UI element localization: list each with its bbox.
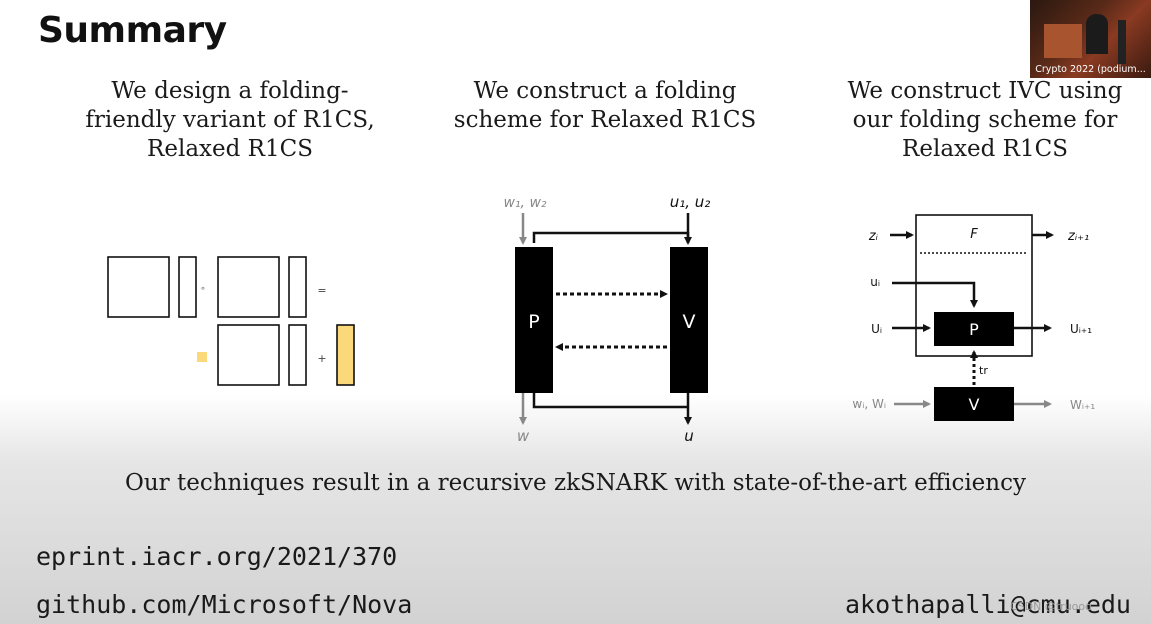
github-link[interactable]: github.com/Microsoft/Nova [36, 590, 413, 619]
output-w-label: w [517, 427, 530, 445]
email-link[interactable]: akothapalli@cmu.edu [845, 590, 1131, 619]
vector-z-2 [288, 256, 307, 318]
z-in-label: zᵢ [868, 229, 879, 244]
u-small-arrow [892, 281, 978, 308]
matrix-c [217, 324, 280, 386]
mic-stand-shape [1118, 20, 1126, 64]
ivc-diagram: F zᵢ zᵢ₊₁ uᵢ Uᵢ P Uᵢ₊₁ tr V wᵢ, Wᵢ Wᵢ₊₁ [852, 214, 1095, 421]
ivc-verifier-label: V [969, 395, 980, 414]
ivc-prover-box [934, 312, 1014, 346]
video-caption: Crypto 2022 (podium... [1035, 64, 1146, 75]
verifier-label: V [683, 311, 696, 333]
column-3-text: We construct IVC using our folding schem… [847, 78, 1123, 162]
matrix-a [107, 256, 170, 318]
input-u-label: u₁, u₂ [670, 193, 711, 211]
ivc-verifier-box [934, 387, 1014, 421]
prover-box [515, 247, 553, 393]
u-route-top [532, 231, 690, 243]
u-small-label: uᵢ [870, 275, 880, 289]
column-2-text: We construct a folding scheme for Relaxe… [453, 78, 757, 133]
U-out-label: Uᵢ₊₁ [1070, 322, 1092, 336]
z-out-label: zᵢ₊₁ [1067, 229, 1089, 244]
vector-z-3 [288, 324, 307, 386]
ivc-prover-label: P [969, 320, 979, 339]
output-u-label: u [684, 427, 694, 445]
scalar-u-square [197, 352, 207, 362]
W-out-label: Wᵢ₊₁ [1070, 398, 1095, 412]
watermark-text: CSDN @truooo [1010, 600, 1092, 613]
column-1-text: We design a folding- friendly variant of… [85, 78, 375, 162]
vector-z-1 [178, 256, 197, 318]
function-label: F [970, 227, 978, 242]
w-in-label: wᵢ, Wᵢ [852, 397, 886, 411]
speaker-silhouette [1086, 14, 1108, 54]
transcript-label: tr [979, 364, 988, 377]
verifier-box [670, 247, 708, 393]
prover-label: P [528, 311, 539, 333]
plus-symbol: + [317, 352, 326, 365]
equals-symbol: = [317, 284, 326, 297]
error-vector-e [336, 324, 355, 386]
slide-title: Summary [38, 10, 227, 51]
u-route-bottom [532, 393, 688, 409]
hadamard-symbol: ∘ [200, 284, 206, 294]
relaxed-r1cs-diagram: ∘ = + [107, 256, 355, 386]
podium-shape [1044, 24, 1082, 58]
U-in-label: Uᵢ [871, 322, 882, 336]
input-w-label: w₁, w₂ [503, 195, 546, 211]
conclusion-text: Our techniques result in a recursive zkS… [125, 470, 1026, 496]
folding-scheme-diagram: w₁, w₂ u₁, u₂ P V w u [503, 193, 711, 445]
speaker-video-thumbnail[interactable]: Crypto 2022 (podium... [1030, 0, 1151, 78]
eprint-link[interactable]: eprint.iacr.org/2021/370 [36, 542, 398, 571]
matrix-b [217, 256, 280, 318]
